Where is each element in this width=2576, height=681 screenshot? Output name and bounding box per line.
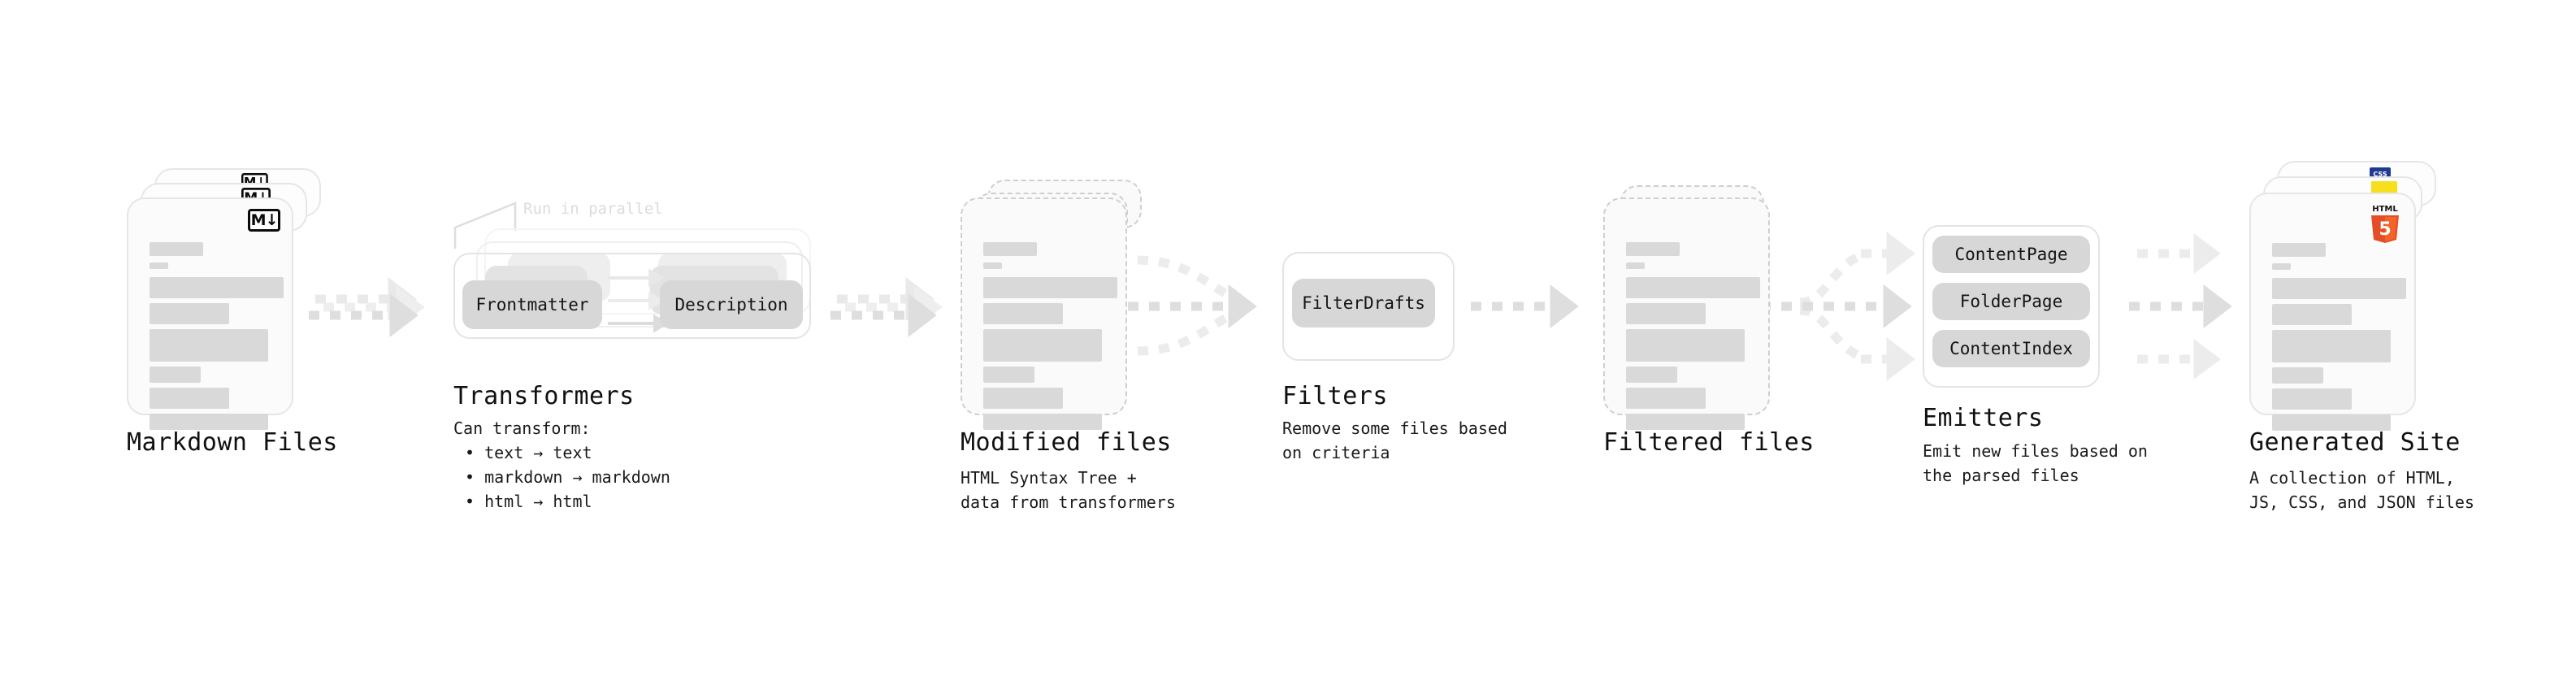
stage-desc-filters: Remove some files based on criteria bbox=[1282, 419, 1507, 462]
skeleton-line bbox=[150, 414, 268, 430]
skeleton-line bbox=[150, 329, 268, 362]
svg-text:HTML: HTML bbox=[2372, 205, 2398, 214]
list-item: • markdown → markdown bbox=[465, 467, 670, 487]
skeleton-title bbox=[2272, 243, 2326, 257]
transformer-bullet-list: • text → text • markdown → markdown • ht… bbox=[465, 440, 670, 514]
skeleton-subtitle bbox=[1626, 262, 1645, 269]
skeleton-line bbox=[2272, 304, 2352, 325]
filter-node-filterdrafts[interactable]: FilterDrafts bbox=[1292, 279, 1435, 327]
stage-title-emitters: Emitters bbox=[1923, 404, 2044, 432]
run-in-parallel-label: Run in parallel bbox=[523, 200, 663, 218]
skeleton-title bbox=[150, 242, 203, 256]
list-item: • html → html bbox=[465, 492, 592, 511]
stage-title-transformers: Transformers bbox=[453, 382, 635, 410]
stage-desc-generated-site: A collection of HTML, JS, CSS, and JSON … bbox=[2249, 468, 2474, 512]
arrow-markdown-to-transformers bbox=[315, 277, 417, 321]
emitters-group-box[interactable] bbox=[1923, 225, 2100, 388]
arrow-filtered-to-emitters bbox=[1799, 249, 1871, 364]
arrow-emitters-to-site bbox=[2137, 233, 2221, 380]
skeleton-line bbox=[983, 303, 1063, 324]
skeleton-line bbox=[2272, 367, 2323, 384]
arrow-modified-to-filters bbox=[1137, 255, 1253, 356]
skeleton-subtitle bbox=[150, 262, 168, 269]
transformer-inner-arrows bbox=[608, 268, 670, 333]
skeleton-subtitle bbox=[983, 262, 1002, 269]
arrow-filters-to-filtered bbox=[1471, 284, 1579, 328]
skeleton-line bbox=[150, 388, 229, 409]
list-item: • text → text bbox=[465, 443, 592, 462]
emitter-node-contentindex[interactable]: ContentIndex bbox=[1932, 330, 2090, 367]
skeleton-subtitle bbox=[2272, 263, 2291, 270]
stage-title-modified-files: Modified files bbox=[961, 428, 1172, 457]
stage-title-filters: Filters bbox=[1282, 382, 1388, 410]
stage-desc-transformers: Can transform: bbox=[453, 419, 591, 438]
skeleton-line bbox=[983, 329, 1102, 362]
transformer-node-description[interactable]: Description bbox=[660, 280, 803, 329]
skeleton-line bbox=[983, 277, 1117, 298]
markdown-badge: M↓ bbox=[248, 209, 280, 232]
skeleton-line bbox=[2272, 414, 2391, 431]
emitter-node-contentpage[interactable]: ContentPage bbox=[1932, 236, 2090, 273]
transformer-group-front[interactable] bbox=[453, 253, 811, 339]
filters-group-box[interactable] bbox=[1282, 252, 1455, 361]
skeleton-line bbox=[2272, 388, 2352, 410]
skeleton-line bbox=[1626, 414, 1745, 430]
markdown-doc-front[interactable]: M↓ bbox=[127, 197, 293, 430]
emitter-node-folderpage[interactable]: FolderPage bbox=[1932, 283, 2090, 320]
stage-desc-modified-files: HTML Syntax Tree + data from transformer… bbox=[961, 468, 1176, 512]
stage-title-generated-site: Generated Site bbox=[2249, 428, 2461, 457]
transformer-node-frontmatter[interactable]: Frontmatter bbox=[462, 280, 602, 329]
stage-title-filtered-files: Filtered files bbox=[1603, 428, 1815, 457]
skeleton-line bbox=[2272, 330, 2391, 362]
skeleton-title bbox=[1626, 242, 1680, 256]
filtered-doc-front[interactable] bbox=[1603, 197, 1770, 430]
stage-desc-emitters: Emit new files based on the parsed files bbox=[1923, 441, 2148, 485]
stage-title-markdown-files: Markdown Files bbox=[127, 428, 338, 457]
skeleton-line bbox=[150, 277, 284, 298]
skeleton-line bbox=[983, 414, 1102, 430]
modified-doc-front[interactable] bbox=[961, 197, 1127, 430]
site-doc-front[interactable]: HTML 5 bbox=[2249, 193, 2416, 431]
skeleton-title bbox=[983, 242, 1037, 256]
skeleton-line bbox=[1626, 277, 1760, 298]
skeleton-line bbox=[1626, 303, 1706, 324]
skeleton-line bbox=[1626, 388, 1706, 409]
skeleton-line bbox=[150, 367, 201, 383]
skeleton-line bbox=[1626, 367, 1677, 383]
skeleton-line bbox=[983, 388, 1063, 409]
svg-text:5: 5 bbox=[2379, 219, 2391, 240]
skeleton-line bbox=[983, 367, 1034, 383]
skeleton-line bbox=[150, 303, 229, 324]
html5-icon: HTML 5 bbox=[2371, 205, 2399, 243]
skeleton-line bbox=[1626, 329, 1745, 362]
run-in-parallel-bracket bbox=[453, 202, 517, 249]
skeleton-line bbox=[2272, 278, 2406, 299]
